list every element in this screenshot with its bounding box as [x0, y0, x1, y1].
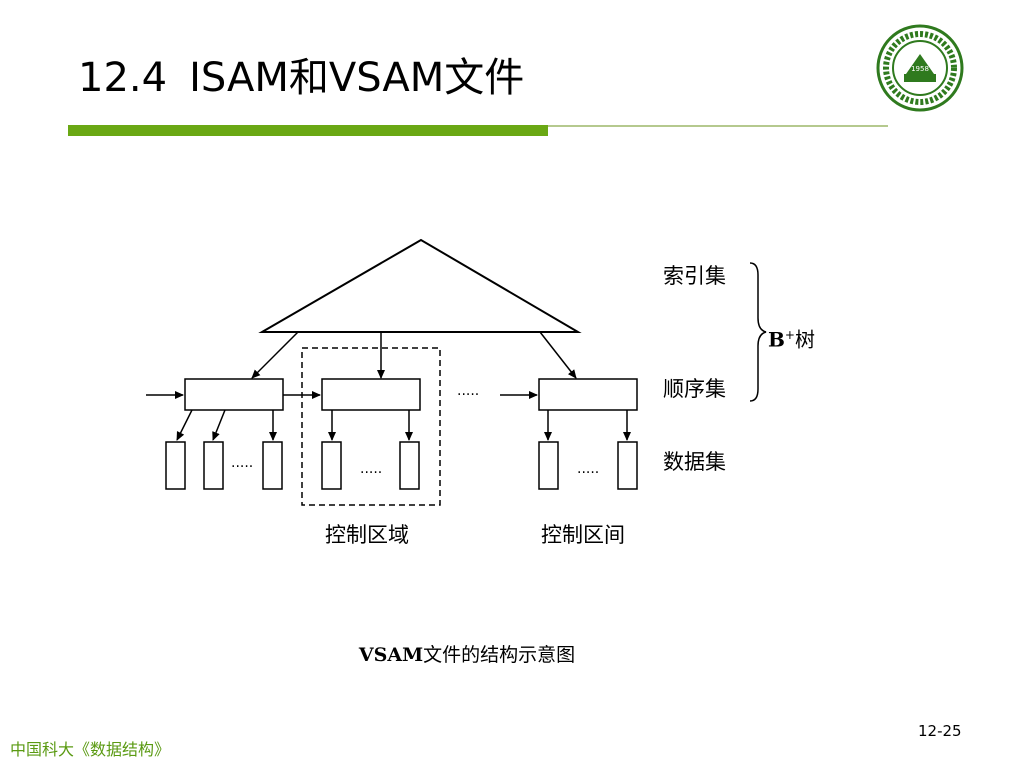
index-arrow-left: [251, 331, 299, 379]
label-control-area: 控制区域: [325, 523, 409, 547]
data-block: [165, 441, 186, 490]
ellipsis-sequence: .....: [457, 383, 480, 399]
data-block: [617, 441, 638, 490]
data-block: [321, 441, 342, 490]
index-set-triangle: [258, 238, 582, 333]
caption-text: 文件的结构示意图: [423, 644, 576, 666]
sequence-node-1: [184, 378, 284, 411]
slide-title: 12.4 ISAM和VSAM文件: [78, 52, 524, 104]
btree-brace: [749, 262, 767, 402]
sequence-node-3: [538, 378, 638, 411]
ellipsis-data-3: .....: [577, 461, 600, 477]
data-arrow-1b: [212, 409, 226, 441]
label-btree: B+树: [768, 322, 815, 353]
ellipsis-data-1: .....: [231, 455, 254, 471]
control-area-box: [301, 347, 441, 506]
label-index-set: 索引集: [663, 264, 726, 288]
label-data-set: 数据集: [663, 450, 726, 474]
footer-course: 中国科大《数据结构》: [10, 740, 171, 759]
label-control-interval: 控制区间: [541, 523, 625, 547]
btree-plus: +: [784, 328, 795, 342]
logo-year: 1958: [911, 65, 929, 73]
sequence-node-2: [321, 378, 421, 411]
section-number: 12.4: [78, 55, 168, 101]
data-block: [399, 441, 420, 490]
title-underline-accent: [68, 125, 548, 136]
page-number: 12-25: [918, 722, 962, 740]
data-block: [262, 441, 283, 490]
university-logo: 1958: [876, 24, 964, 112]
ellipsis-data-2: .....: [360, 461, 383, 477]
label-sequence-set: 顺序集: [663, 377, 726, 401]
data-block: [538, 441, 559, 490]
diagram-caption: VSAM文件的结构示意图: [0, 640, 934, 667]
data-block: [203, 441, 224, 490]
btree-b: B: [768, 327, 785, 352]
caption-vsam: VSAM: [358, 644, 424, 666]
section-title: ISAM和VSAM文件: [189, 55, 525, 101]
index-arrow-right: [539, 331, 577, 379]
btree-shu: 树: [794, 327, 815, 352]
data-arrow-1a: [176, 409, 193, 441]
